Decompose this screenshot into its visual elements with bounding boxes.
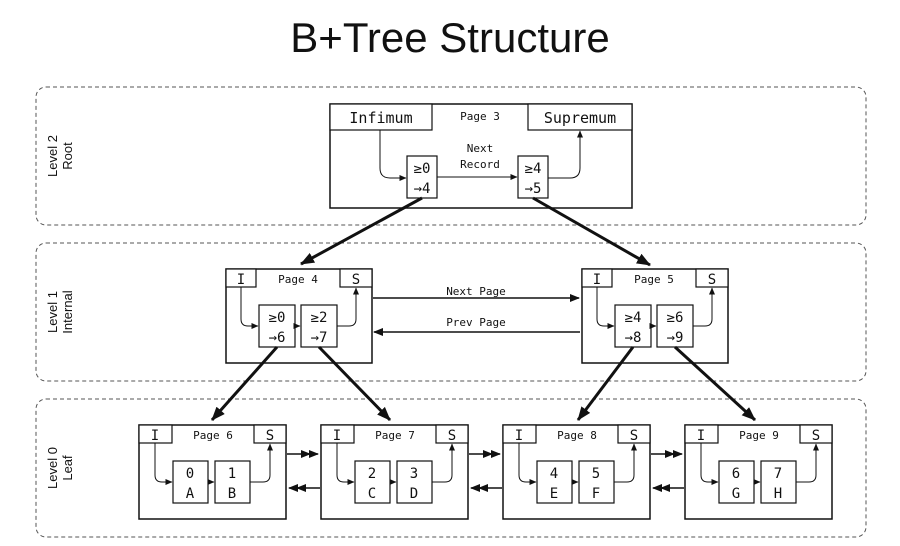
page-9-rec-1-val: H: [774, 486, 782, 502]
page-6-supremum: S: [266, 428, 274, 444]
page-9-rec-1-key: 7: [774, 466, 782, 482]
page-5-infimum: I: [593, 272, 601, 288]
next-page-label: Next Page: [446, 285, 506, 298]
page-4-rec-0-ptr: →6: [269, 330, 286, 346]
page-7-rec-0-val: C: [368, 486, 376, 502]
level-1-region: [35, 242, 867, 382]
page-7-label: Page 7: [375, 429, 415, 442]
page-6-label: Page 6: [193, 429, 233, 442]
page-7-infimum: I: [333, 428, 341, 444]
page-7-rec-0-key: 2: [368, 466, 376, 482]
next-record-line1: Next: [467, 142, 494, 155]
page-6-infimum: I: [151, 428, 159, 444]
page-9-rec-0-key: 6: [732, 466, 740, 482]
page-6-rec-0-val: A: [186, 486, 195, 502]
page-6-rec-0-key: 0: [186, 466, 194, 482]
page-5-rec-0-ptr: →8: [625, 330, 642, 346]
root-record-1-ptr: →5: [525, 181, 542, 197]
root-record-0-key: ≥0: [414, 161, 431, 177]
page-4-infimum: I: [237, 272, 245, 288]
prev-page-label: Prev Page: [446, 316, 506, 329]
infimum-label: Infimum: [349, 109, 412, 127]
page-5-rec-0-key: ≥4: [625, 310, 642, 326]
page-5-supremum: S: [708, 272, 716, 288]
page-8-rec-1-val: F: [592, 486, 600, 502]
leaf-page-6: I S Page 6 0 A 1 B: [138, 424, 287, 520]
page-4-label: Page 4: [278, 273, 318, 286]
level-2-region: [35, 86, 867, 226]
internal-page-5: I S Page 5 ≥4 →8 ≥6 →9: [581, 268, 729, 364]
level-1-line2: Internal: [60, 290, 75, 333]
diagram-title: B+Tree Structure: [290, 14, 610, 61]
level-0-line1: Level 0: [45, 447, 60, 489]
page-9-label: Page 9: [739, 429, 779, 442]
supremum-record: [527, 103, 633, 131]
internal-page-4: I S Page 4 ≥0 →6 ≥2 →7: [225, 268, 373, 364]
level-0-label: Level 0 Leaf: [45, 447, 75, 489]
page-5-label: Page 5: [634, 273, 674, 286]
page-7-rec-1-key: 3: [410, 466, 418, 482]
page-6-rec-1-key: 1: [228, 466, 236, 482]
root-page-3: Infimum Supremum Page 3 Next Record ≥0 →…: [329, 103, 633, 209]
level-1-label: Level 1 Internal: [45, 290, 75, 333]
page-6-rec-1-val: B: [228, 486, 236, 502]
root-page-label: Page 3: [460, 110, 500, 123]
page-7-supremum: S: [448, 428, 456, 444]
page-8-rec-0-key: 4: [550, 466, 558, 482]
page-9-infimum: I: [697, 428, 705, 444]
level-2-line2: Root: [60, 142, 75, 170]
infimum-record: [329, 103, 433, 131]
page-8-rec-0-val: E: [550, 486, 558, 502]
page-7-rec-1-val: D: [410, 486, 418, 502]
leaf-page-7: I S Page 7 2 C 3 D: [320, 424, 469, 520]
root-record-1-key: ≥4: [525, 161, 542, 177]
leaf-page-9: I S Page 9 6 G 7 H: [684, 424, 833, 520]
root-record-0-ptr: →4: [414, 181, 431, 197]
page-4-rec-0-key: ≥0: [269, 310, 286, 326]
internal-page-links: Next Page Prev Page: [373, 285, 580, 336]
page-8-supremum: S: [630, 428, 638, 444]
page-4-supremum: S: [352, 272, 360, 288]
page-8-infimum: I: [515, 428, 523, 444]
next-record-line2: Record: [460, 158, 500, 171]
page-5-rec-1-key: ≥6: [667, 310, 684, 326]
page-9-supremum: S: [812, 428, 820, 444]
supremum-label: Supremum: [544, 109, 616, 127]
page-4-rec-1-key: ≥2: [311, 310, 328, 326]
page-8-rec-1-key: 5: [592, 466, 600, 482]
level-0-region: [35, 398, 867, 538]
leaf-sibling-links: [287, 450, 684, 492]
leaf-page-8: I S Page 8 4 E 5 F: [502, 424, 651, 520]
root-record-1: [517, 155, 549, 199]
level-1-line1: Level 1: [45, 291, 60, 333]
tree-pointers: [210, 196, 757, 422]
page-4-rec-1-ptr: →7: [311, 330, 328, 346]
level-2-line1: Level 2: [45, 135, 60, 177]
level-0-line2: Leaf: [60, 455, 75, 481]
level-2-label: Level 2 Root: [45, 135, 75, 177]
page-5-rec-1-ptr: →9: [667, 330, 684, 346]
page-8-label: Page 8: [557, 429, 597, 442]
page-9-rec-0-val: G: [732, 486, 740, 502]
